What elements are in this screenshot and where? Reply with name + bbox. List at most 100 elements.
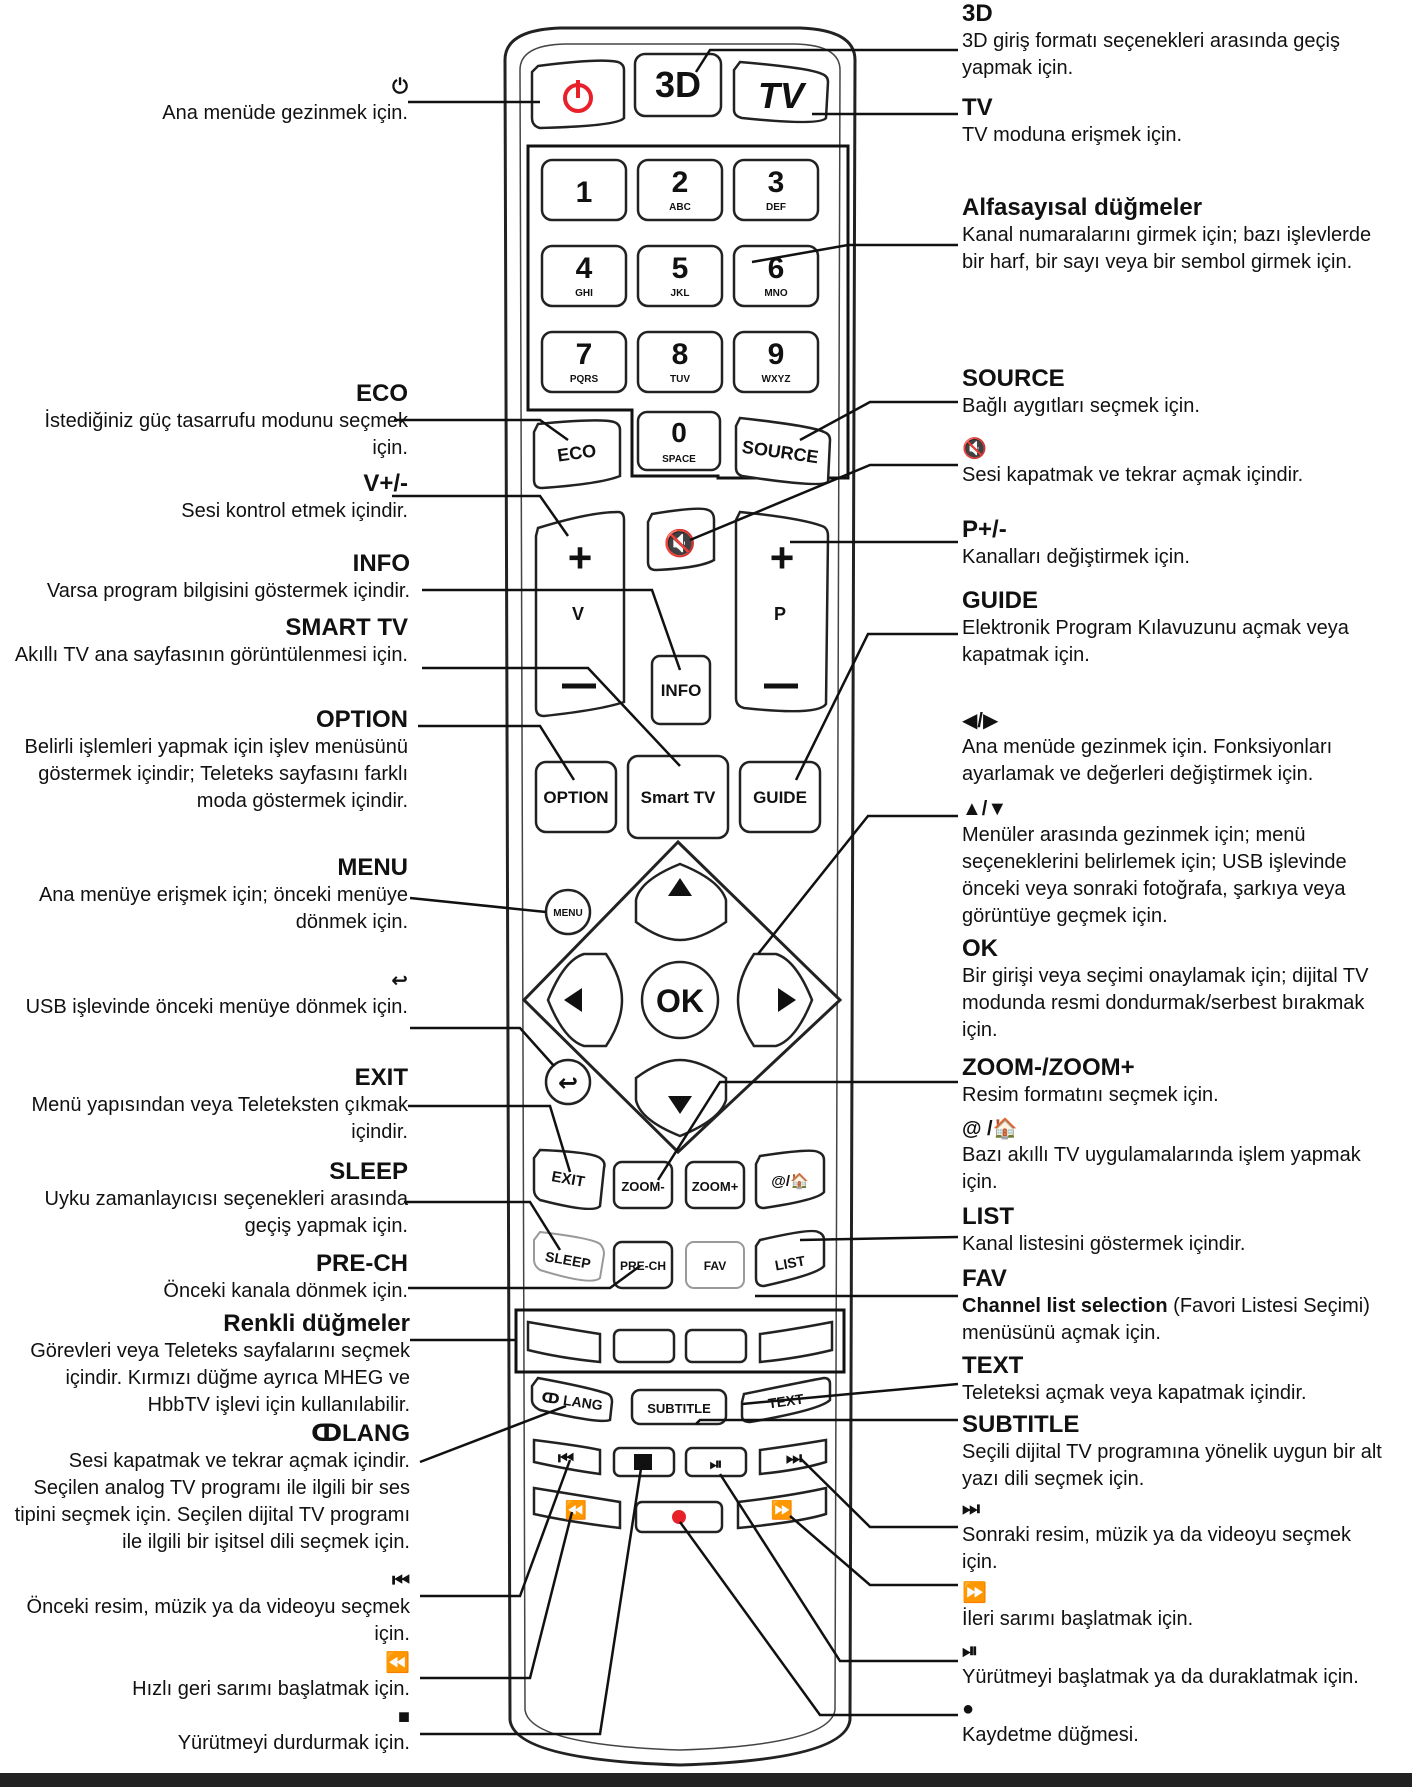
label-stop-desc: Yürütmeyi durdurmak için.: [177, 1732, 410, 1754]
label-option-desc: Belirli işlemleri yapmak için işlev menü…: [24, 736, 408, 812]
label-info-desc: Varsa program bilgisini göstermek içindi…: [46, 580, 410, 602]
zoom-minus-button[interactable]: ZOOM-: [612, 1160, 674, 1210]
subtitle-button[interactable]: SUBTITLE: [630, 1388, 728, 1426]
svg-text:LIST: LIST: [774, 1252, 807, 1273]
bottom-bar: [0, 1773, 1412, 1787]
label-list-desc: Kanal listesini göstermek içindir.: [962, 1233, 1246, 1255]
zero-button[interactable]: 0 SPACE: [636, 410, 722, 472]
svg-text:PRE-CH: PRE-CH: [620, 1259, 666, 1273]
label-playpause-desc: Yürütmeyi başlatmak ya da duraklatmak iç…: [962, 1666, 1359, 1688]
svg-text:ZOOM-: ZOOM-: [621, 1179, 664, 1194]
info-button[interactable]: INFO: [650, 654, 712, 726]
label-ff-desc: İleri sarımı başlatmak için.: [962, 1608, 1194, 1630]
label-lang-desc: Sesi kapatmak ve tekrar açmak içindir. S…: [14, 1450, 410, 1553]
up-down-arrows-icon: ▲/▼: [962, 798, 1008, 820]
fav-button[interactable]: FAV: [685, 1241, 745, 1289]
label-option: OPTION Belirli işlemleri yapmak için işl…: [10, 706, 408, 815]
label-sleep-desc: Uyku zamanlayıcısı seçenekleri arasında …: [44, 1188, 409, 1237]
ok-button[interactable]: OK: [640, 960, 720, 1040]
label-subtitle-desc: Seçili dijital TV programına yönelik uyg…: [962, 1441, 1382, 1490]
digit-9-letters: WXYZ: [762, 374, 791, 385]
at-home-icon: @ /🏠: [962, 1118, 1018, 1140]
sleep-button[interactable]: SLEEP: [533, 1230, 606, 1282]
menu-button[interactable]: MENU: [544, 888, 592, 936]
label-ok: OK Bir girişi veya seçimi onaylamak için…: [962, 935, 1392, 1044]
tv-button[interactable]: TV: [732, 60, 830, 124]
digit-4-letters: GHI: [575, 288, 593, 299]
rewind-icon: ⏪: [385, 1652, 410, 1674]
digit-3-label: 3: [768, 166, 785, 199]
label-back: ↩ USB işlevinde önceki menüye dönmek içi…: [10, 968, 408, 1021]
prech-button[interactable]: PRE-CH: [612, 1240, 674, 1290]
label-back-desc: USB işlevinde önceki menüye dönmek için.: [25, 996, 408, 1018]
playpause-button[interactable]: ⏯: [684, 1446, 748, 1478]
digit-1-label: 1: [576, 176, 593, 209]
mute-button[interactable]: 🔇: [646, 507, 716, 572]
svg-text:↩: ↩: [558, 1070, 578, 1097]
label-vol-title: V+/-: [363, 470, 408, 497]
label-rew: ⏪ Hızlı geri sarımı başlatmak için.: [10, 1650, 410, 1703]
guide-button[interactable]: GUIDE: [738, 760, 822, 834]
exit-button[interactable]: EXIT: [532, 1148, 606, 1211]
digit-8-letters: TUV: [670, 374, 690, 385]
record-button[interactable]: [634, 1500, 724, 1534]
option-button[interactable]: OPTION: [534, 760, 618, 834]
next-button[interactable]: ⏭: [758, 1438, 828, 1476]
left-button[interactable]: [546, 952, 624, 1048]
svg-text:⏭: ⏭: [786, 1448, 803, 1468]
label-list: LIST Kanal listesini göstermek içindir.: [962, 1203, 1392, 1258]
label-guide-desc: Elektronik Program Kılavuzunu açmak veya…: [962, 617, 1349, 666]
list-button[interactable]: LIST: [754, 1229, 826, 1288]
label-fav-title: FAV: [962, 1265, 1007, 1292]
label-updown-desc: Menüler arasında gezinmek için; menü seç…: [962, 824, 1347, 927]
label-vol: V+/- Sesi kontrol etmek içindir.: [10, 470, 408, 525]
label-subtitle-title: SUBTITLE: [962, 1411, 1080, 1438]
label-menu: MENU Ana menüye erişmek için; önceki men…: [10, 854, 408, 936]
back-button[interactable]: ↩: [544, 1058, 592, 1106]
label-list-title: LIST: [962, 1203, 1014, 1230]
zoom-plus-button[interactable]: ZOOM+: [684, 1160, 746, 1210]
svg-text:V: V: [572, 604, 584, 624]
label-prech: PRE-CH Önceki kanala dönmek için.: [10, 1250, 408, 1305]
label-3d-title: 3D: [962, 0, 993, 27]
right-button[interactable]: [736, 952, 814, 1048]
power-button[interactable]: [530, 59, 626, 130]
digit-1-button[interactable]: 1: [540, 158, 628, 222]
volume-rocker[interactable]: + V: [534, 510, 626, 718]
dpad: OK: [521, 839, 843, 1155]
svg-text:🔇: 🔇: [664, 528, 696, 558]
athome-button[interactable]: @/🏠: [754, 1149, 826, 1210]
label-power-desc: Ana menüde gezinmek için.: [162, 102, 408, 124]
svg-text:⏪: ⏪: [565, 1499, 587, 1520]
color-buttons[interactable]: [526, 1320, 834, 1364]
lang-button[interactable]: ↀ LANG: [530, 1376, 614, 1423]
source-button[interactable]: SOURCE: [734, 416, 832, 486]
stop-button[interactable]: [612, 1446, 676, 1478]
fastforward-button[interactable]: ⏩: [736, 1486, 828, 1530]
label-sleep: SLEEP Uyku zamanlayıcısı seçenekleri ara…: [10, 1158, 409, 1240]
digit-2-label: 2: [672, 166, 689, 199]
label-eco: ECO İstediğiniz güç tasarrufu modunu seç…: [10, 380, 408, 462]
digit-5-label: 5: [672, 252, 689, 285]
prev-button[interactable]: ⏮: [532, 1438, 602, 1476]
color-buttons-frame: [514, 1308, 846, 1374]
label-alnum: Alfasayısal düğmeler Kanal numaralarını …: [962, 194, 1392, 276]
label-prev: ⏮ Önceki resim, müzik ya da videoyu seçm…: [10, 1568, 410, 1648]
smarttv-button[interactable]: Smart TV: [626, 754, 730, 840]
label-alnum-title: Alfasayısal düğmeler: [962, 194, 1203, 221]
label-fav: FAV Channel list selection (Favori Liste…: [962, 1265, 1382, 1347]
3d-button[interactable]: 3D: [633, 52, 723, 118]
label-eco-title: ECO: [355, 380, 408, 407]
program-rocker[interactable]: + P: [734, 510, 830, 713]
svg-text:INFO: INFO: [661, 681, 702, 700]
up-button[interactable]: [634, 862, 728, 942]
eco-button[interactable]: ECO: [532, 419, 622, 490]
